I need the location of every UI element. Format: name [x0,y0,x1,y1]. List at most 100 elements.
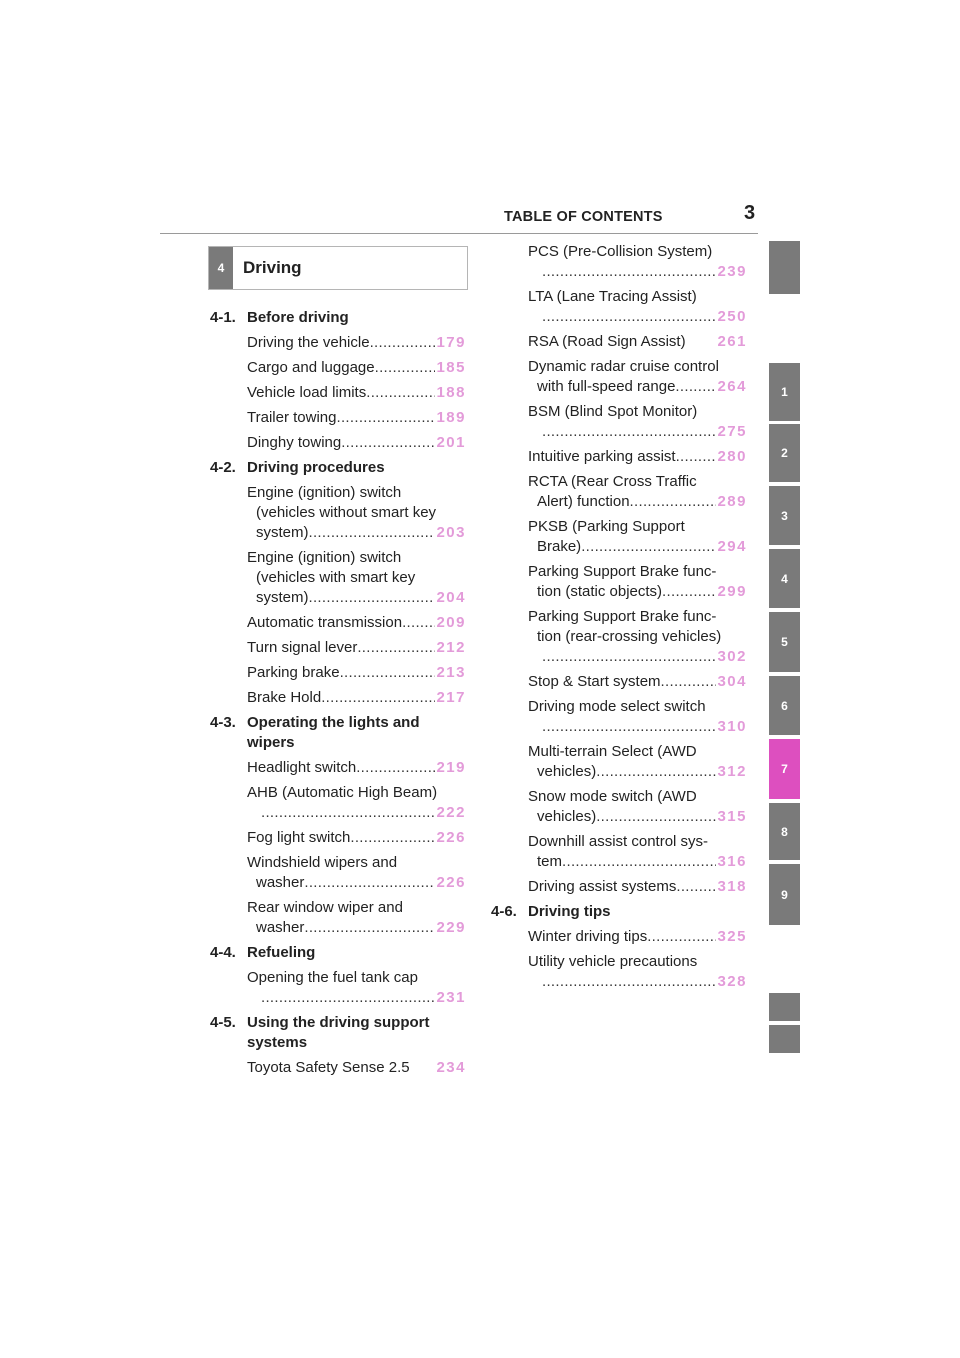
page-link[interactable]: 299 [717,583,747,600]
toc-entry-automatic-transmission[interactable]: Automatic transmission 209 [210,613,466,633]
toc-entry-engine-ignition-switch[interactable]: Engine (ignition) switch(vehicles withou… [210,483,466,543]
toc-entry-dinghy-towing[interactable]: Dinghy towing 201 [210,433,466,453]
page-link[interactable]: 316 [717,853,747,870]
chapter-tab-blank[interactable] [769,1025,800,1053]
toc-entry-stop-start-system[interactable]: Stop & Start system304 [491,672,747,692]
toc-entry-driving-assist-systems[interactable]: Driving assist systems 318 [491,877,747,897]
toc-entry-rsa-road-sign-assist[interactable]: RSA (Road Sign Assist) 261 [491,332,747,352]
page-link[interactable]: 275 [717,423,747,440]
toc-entry-line: (vehicles with smart key [247,568,466,588]
toc-entry-brake-hold[interactable]: Brake Hold 217 [210,688,466,708]
toc-entry-fog-light-switch[interactable]: Fog light switch 226 [210,828,466,848]
page-link[interactable]: 310 [717,718,747,735]
page-link[interactable]: 217 [436,689,466,706]
page-link[interactable]: 212 [436,639,466,656]
page-link[interactable]: 328 [717,973,747,990]
page-link[interactable]: 179 [436,334,466,351]
entry-text: Driving mode select switch [528,698,706,715]
page-link[interactable]: 234 [436,1059,466,1076]
toc-entry-downhill-assist-control-sys[interactable]: Downhill assist control sys-tem 316 [491,832,747,872]
page-link[interactable]: 213 [436,664,466,681]
page-link[interactable]: 239 [717,263,747,280]
chapter-tab-6[interactable]: 6 [769,676,800,735]
toc-entry-trailer-towing[interactable]: Trailer towing 189 [210,408,466,428]
page-link[interactable]: 315 [717,808,747,825]
toc-entry-line: 222 [247,803,466,823]
page-link[interactable]: 280 [717,448,747,465]
toc-entry-pcs-pre-collision-system[interactable]: PCS (Pre-Collision System)239 [491,242,747,282]
toc-entry-opening-the-fuel-tank-cap[interactable]: Opening the fuel tank cap231 [210,968,466,1008]
page-link[interactable]: 204 [436,589,466,606]
toc-entry-bsm-blind-spot-monitor[interactable]: BSM (Blind Spot Monitor) 275 [491,402,747,442]
chapter-tab-blank[interactable] [769,241,800,294]
toc-entry-line: 302 [528,647,747,667]
chapter-tab-4[interactable]: 4 [769,549,800,608]
page-link[interactable]: 226 [436,829,466,846]
page-link[interactable]: 188 [436,384,466,401]
page-link[interactable]: 264 [717,378,747,395]
toc-entry-parking-support-brake-func[interactable]: Parking Support Brake func-tion (static … [491,562,747,602]
chapter-tab-7[interactable]: 7 [769,739,800,799]
page-link[interactable]: 312 [717,763,747,780]
chapter-tab-1[interactable]: 1 [769,363,800,421]
toc-entry-utility-vehicle-precautions[interactable]: Utility vehicle precautions328 [491,952,747,992]
toc-entry-lta-lane-tracing-assist[interactable]: LTA (Lane Tracing Assist)250 [491,287,747,327]
toc-entry-driving-the-vehicle[interactable]: Driving the vehicle179 [210,333,466,353]
entry-text: Parking Support Brake func- [528,563,717,580]
toc-entry-line: Engine (ignition) switch [247,548,466,568]
page-link[interactable]: 201 [436,434,466,451]
page-link[interactable]: 325 [717,928,747,945]
page-link[interactable]: 229 [436,919,466,936]
chapter-tab-5[interactable]: 5 [769,612,800,672]
toc-entry-line: Trailer towing 189 [247,408,466,428]
page-link[interactable]: 209 [436,614,466,631]
toc-entry-turn-signal-lever[interactable]: Turn signal lever 212 [210,638,466,658]
page-link[interactable]: 294 [717,538,747,555]
page-link[interactable]: 189 [436,409,466,426]
toc-entry-engine-ignition-switch[interactable]: Engine (ignition) switch(vehicles with s… [210,548,466,608]
toc-entry-cargo-and-luggage[interactable]: Cargo and luggage 185 [210,358,466,378]
page-link[interactable]: 231 [436,989,466,1006]
chapter-tab-8[interactable]: 8 [769,803,800,860]
section-number: 4-4. [210,944,236,961]
chapter-tab-3[interactable]: 3 [769,486,800,545]
toc-entry-ahb-automatic-high-beam[interactable]: AHB (Automatic High Beam)222 [210,783,466,823]
toc-entry-toyota-safety-sense-2-5[interactable]: Toyota Safety Sense 2.5 234 [210,1058,466,1078]
page-link[interactable]: 261 [717,333,747,350]
entry-text: Toyota Safety Sense 2.5 [247,1059,410,1076]
entry-text: vehicles) [537,808,597,825]
page-link[interactable]: 304 [717,673,747,690]
page-link[interactable]: 226 [436,874,466,891]
toc-entry-driving-mode-select-switch[interactable]: Driving mode select switch 310 [491,697,747,737]
header-title: TABLE OF CONTENTS [504,209,663,225]
toc-entry-windshield-wipers-and[interactable]: Windshield wipers andwasher226 [210,853,466,893]
toc-entry-line: Vehicle load limits 188 [247,383,466,403]
page-link[interactable]: 222 [436,804,466,821]
toc-entry-rear-window-wiper-and[interactable]: Rear window wiper andwasher229 [210,898,466,938]
toc-entry-vehicle-load-limits[interactable]: Vehicle load limits 188 [210,383,466,403]
page-link[interactable]: 203 [436,524,466,541]
page-link[interactable]: 289 [717,493,747,510]
chapter-tab-2[interactable]: 2 [769,424,800,482]
toc-entry-winter-driving-tips[interactable]: Winter driving tips 325 [491,927,747,947]
toc-entry-parking-support-brake-func[interactable]: Parking Support Brake func-tion (rear-cr… [491,607,747,667]
dot-leader [647,927,716,947]
chapter-tab-blank[interactable] [769,993,800,1021]
page-link[interactable]: 302 [717,648,747,665]
chapter-heading: 4 Driving [208,246,468,290]
chapter-tab-9[interactable]: 9 [769,864,800,925]
entry-text: BSM (Blind Spot Monitor) [528,403,698,420]
toc-entry-line: Headlight switch 219 [247,758,466,778]
page-link[interactable]: 250 [717,308,747,325]
toc-entry-parking-brake[interactable]: Parking brake 213 [210,663,466,683]
page-link[interactable]: 185 [436,359,466,376]
page-link[interactable]: 219 [436,759,466,776]
toc-entry-headlight-switch[interactable]: Headlight switch 219 [210,758,466,778]
toc-entry-intuitive-parking-assist[interactable]: Intuitive parking assist 280 [491,447,747,467]
page-link[interactable]: 318 [717,878,747,895]
